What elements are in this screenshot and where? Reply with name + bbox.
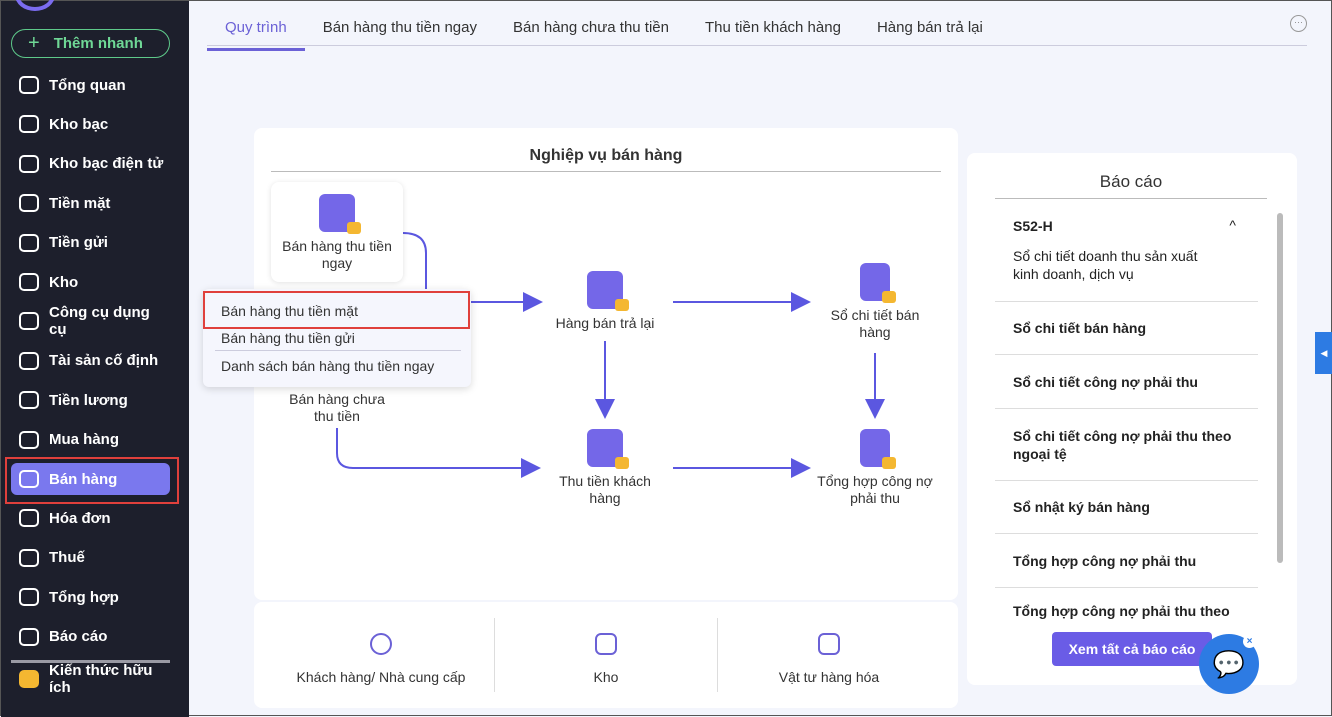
sidebar-item[interactable]: Báo cáo <box>11 621 170 653</box>
menu-divider <box>215 350 461 351</box>
tab[interactable]: Bán hàng thu tiền ngay <box>322 19 477 36</box>
menu-icon <box>19 509 39 528</box>
menu-icon <box>19 194 39 213</box>
report-code: S52-H <box>1013 218 1053 234</box>
scrollbar[interactable] <box>1277 213 1283 563</box>
view-all-reports-button[interactable]: Xem tất cả báo cáo <box>1052 632 1212 666</box>
plus-icon: + <box>28 32 40 54</box>
link-warehouse[interactable]: Kho <box>496 633 716 685</box>
returns-icon <box>587 271 629 311</box>
tab[interactable]: Bán hàng chưa thu tiền <box>513 19 669 36</box>
close-icon[interactable]: × <box>1243 635 1256 648</box>
link-customers[interactable]: Khách hàng/ Nhà cung cấp <box>271 633 491 685</box>
menu-icon <box>19 627 39 646</box>
cash-sale-icon <box>319 194 361 234</box>
cash-sale-menu: Bán hàng thu tiền mặt Bán hàng thu tiền … <box>203 289 471 387</box>
sidebar-item[interactable]: Hóa đơn <box>11 502 170 534</box>
report-item[interactable]: Sổ nhật ký bán hàng <box>995 481 1258 534</box>
node-sales-ledger[interactable]: Sổ chi tiết bán hàng <box>815 263 935 341</box>
ledger-icon <box>860 263 896 303</box>
menu-icon <box>19 233 39 252</box>
sidebar-item[interactable]: Kho bạc điện tử <box>11 148 170 180</box>
box-icon <box>818 633 840 655</box>
report-item[interactable]: Sổ chi tiết công nợ phải thu <box>995 355 1258 409</box>
menu-icon <box>19 470 39 488</box>
report-item[interactable]: Sổ chi tiết bán hàng <box>995 302 1258 355</box>
tab-divider <box>207 45 1307 46</box>
sidebar-item[interactable]: Thuế <box>11 542 170 574</box>
arrow <box>336 428 541 478</box>
sidebar-item[interactable]: Bán hàng <box>11 463 170 495</box>
reports-title: Báo cáo <box>995 172 1267 199</box>
highlight-box <box>203 291 470 329</box>
report-item[interactable]: Sổ chi tiết công nợ phải thu theo ngoại … <box>995 409 1258 481</box>
report-item[interactable]: Tổng hợp công nợ phải thu theo <box>1013 603 1230 619</box>
quick-add-button[interactable]: +Thêm nhanh <box>11 29 170 58</box>
divider <box>717 618 718 692</box>
menu-item-list[interactable]: Danh sách bán hàng thu tiền ngay <box>221 358 435 374</box>
reports-card <box>967 153 1297 685</box>
node-receivable-summary[interactable]: Tổng hợp công nợ phải thu <box>815 429 935 507</box>
users-icon <box>370 633 392 655</box>
tab[interactable]: Hàng bán trả lại <box>876 19 983 36</box>
sidebar-item[interactable]: Kho <box>11 266 170 298</box>
menu-icon <box>19 548 39 567</box>
sidebar-item[interactable]: Tổng hợp <box>11 581 170 613</box>
chevron-up-icon[interactable]: ^ <box>1229 217 1236 233</box>
store-icon <box>595 633 617 655</box>
collect-icon <box>587 429 629 469</box>
node-collect[interactable]: Thu tiền khách hàng <box>545 429 665 507</box>
sidebar-item[interactable]: Mua hàng <box>11 424 170 456</box>
link-materials[interactable]: Vật tư hàng hóa <box>719 633 939 685</box>
process-title: Nghiệp vụ bán hàng <box>271 147 941 172</box>
sidebar-item[interactable]: Công cụ dụng cụ <box>11 304 170 338</box>
highlight-box <box>5 457 179 504</box>
divider <box>11 660 170 663</box>
node-credit-sale[interactable]: Bán hàng chưa thu tiền <box>289 391 385 424</box>
menu-icon <box>19 154 39 173</box>
menu-icon <box>19 312 39 331</box>
tab[interactable]: Quy trình <box>207 13 305 51</box>
sidebar-item[interactable]: Tổng quan <box>11 69 170 101</box>
divider <box>494 618 495 692</box>
collapse-panel-button[interactable]: ◀ <box>1315 332 1332 374</box>
arrow <box>402 232 543 312</box>
report-s52h[interactable]: S52-H ^ Sổ chi tiết doanh thu sản xuất k… <box>995 200 1258 302</box>
menu-icon <box>19 588 39 607</box>
sidebar-item[interactable]: Tài sản cố định <box>11 345 170 377</box>
menu-icon <box>19 115 39 134</box>
sidebar-item[interactable]: Tiền lương <box>11 384 170 416</box>
menu-icon <box>19 351 39 370</box>
menu-item-deposit[interactable]: Bán hàng thu tiền gửi <box>221 330 355 346</box>
report-desc: Sổ chi tiết doanh thu sản xuất kinh doan… <box>1013 248 1198 282</box>
report-item[interactable]: Tổng hợp công nợ phải thu <box>995 534 1258 588</box>
menu-icon <box>19 273 39 291</box>
node-cash-sale[interactable]: Bán hàng thu tiền ngay <box>271 182 403 282</box>
menu-item-cash[interactable]: Bán hàng thu tiền mặt <box>221 303 358 319</box>
knowledge-icon <box>19 670 39 688</box>
tab[interactable]: Thu tiền khách hàng <box>705 19 841 36</box>
sidebar-item[interactable]: Tiền mặt <box>11 187 170 219</box>
more-icon[interactable]: ··· <box>1290 15 1307 32</box>
menu-icon <box>19 391 39 410</box>
tab-bar: Quy trình Bán hàng thu tiền ngay Bán hàng … <box>207 13 1001 51</box>
sidebar-item-knowledge[interactable]: Kiến thức hữu ích <box>11 662 170 696</box>
bottom-links <box>254 602 958 708</box>
summary-icon <box>860 429 896 469</box>
sidebar-item[interactable]: Kho bạc <box>11 108 170 140</box>
menu-icon <box>19 76 39 94</box>
node-returns[interactable]: Hàng bán trả lại <box>535 271 675 332</box>
menu-icon <box>19 430 39 449</box>
sidebar-item[interactable]: Tiền gửi <box>11 227 170 259</box>
